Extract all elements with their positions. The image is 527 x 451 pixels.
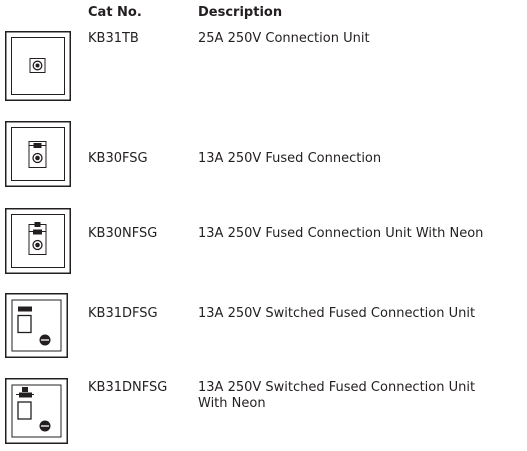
- switched-fused-connection-plate-icon: [5, 293, 68, 358]
- fused-connection-neon-plate-icon: [5, 208, 71, 274]
- product-description: 13A 250V Fused Connection: [198, 151, 382, 166]
- catalogue-number: KB31DFSG: [88, 306, 158, 321]
- catalogue-number: KB31DNFSG: [88, 380, 168, 395]
- product-description: 13A 250V Switched Fused Connection Unit: [198, 306, 476, 321]
- catalogue-number: KB30NFSG: [88, 226, 158, 241]
- product-description: 13A 250V Fused Connection Unit With Neon: [198, 226, 484, 241]
- catalogue-number: KB31TB: [88, 31, 139, 46]
- column-header-description: Description: [198, 5, 283, 20]
- fused-connection-plate-icon: [5, 121, 71, 187]
- product-description-line-2: With Neon: [198, 396, 266, 411]
- column-header-cat-no: Cat No.: [88, 5, 142, 20]
- catalogue-number: KB30FSG: [88, 151, 148, 166]
- product-description: 25A 250V Connection Unit: [198, 31, 370, 46]
- connection-unit-plate-icon: [5, 31, 71, 101]
- product-description: 13A 250V Switched Fused Connection Unit …: [198, 380, 523, 412]
- switched-fused-connection-neon-plate-icon: [5, 378, 68, 444]
- product-description-line-1: 13A 250V Switched Fused Connection Unit: [198, 380, 476, 395]
